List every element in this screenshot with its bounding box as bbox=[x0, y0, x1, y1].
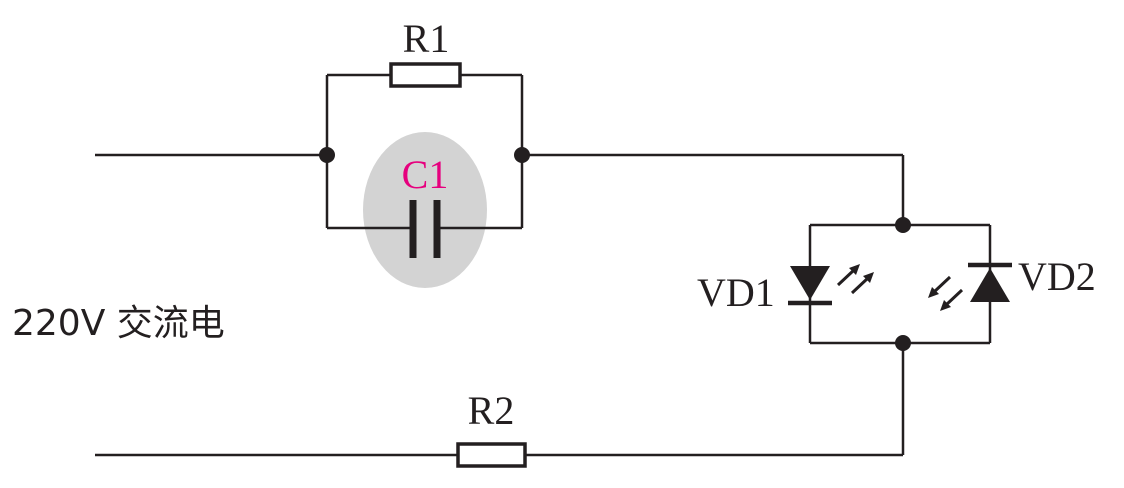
vd1-label: VD1 bbox=[697, 270, 775, 315]
vd2-light-arrow-1 bbox=[932, 275, 952, 294]
vd2-light-arrowhead-2 bbox=[940, 300, 951, 311]
vd2-light-arrow-2 bbox=[944, 288, 964, 307]
vd1-diode bbox=[790, 266, 830, 300]
c1-highlight bbox=[363, 132, 487, 288]
junction-dot-left bbox=[319, 147, 335, 163]
r2-label: R2 bbox=[468, 388, 515, 433]
vd1-light-arrow-1 bbox=[836, 268, 856, 287]
junction-dot-right bbox=[514, 147, 530, 163]
vd2-light-arrowhead-1 bbox=[928, 287, 939, 298]
r2-resistor bbox=[456, 442, 527, 468]
junction-dot-bridge-bottom bbox=[895, 335, 911, 351]
vd1-light-arrowhead-1 bbox=[849, 264, 860, 275]
r1-resistor bbox=[389, 62, 462, 88]
vd1-light-arrowhead-2 bbox=[863, 272, 874, 283]
vd1-light-arrow-2 bbox=[850, 276, 870, 295]
junction-dot-bridge-top bbox=[895, 217, 911, 233]
r1-label: R1 bbox=[403, 16, 450, 61]
source-label: 220V 交流电 bbox=[12, 303, 225, 344]
vd2-diode bbox=[970, 268, 1010, 302]
c1-label: C1 bbox=[402, 152, 449, 197]
vd2-label: VD2 bbox=[1018, 254, 1096, 299]
